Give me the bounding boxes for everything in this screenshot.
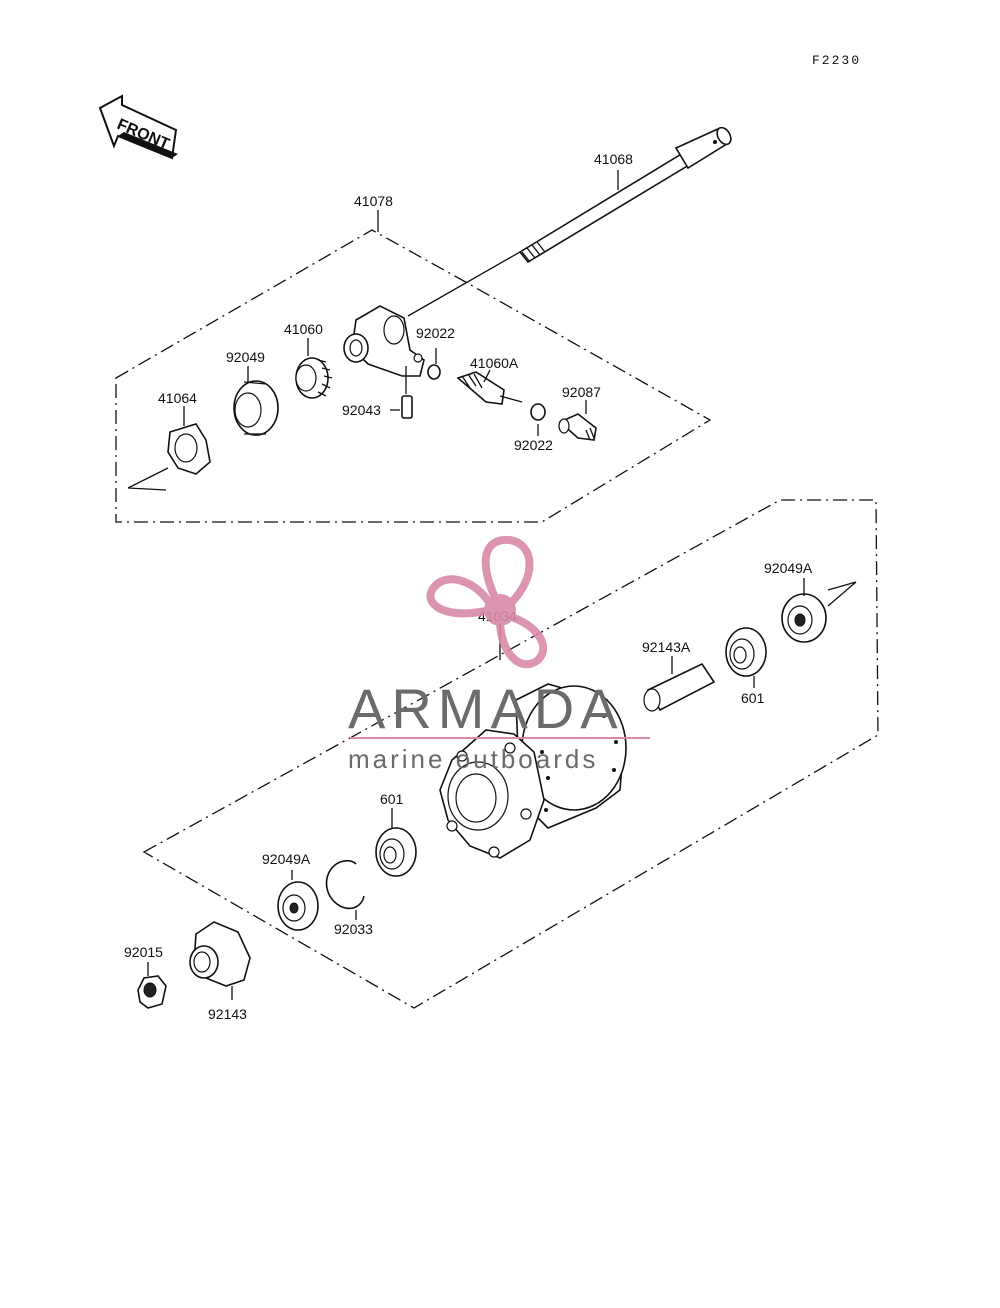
- label-601-right: 601: [741, 690, 765, 706]
- label-92049A-left: 92049A: [262, 851, 311, 867]
- pinion-gear-41060A: [456, 371, 523, 405]
- leader-92049A-right: [803, 578, 857, 607]
- bearing-601-left: [375, 827, 417, 877]
- label-92022-upper: 92022: [416, 325, 455, 341]
- washer-92022-lower: [530, 403, 546, 421]
- upper-assembly-outline: [115, 229, 712, 523]
- collar-92143: [189, 921, 251, 987]
- label-41068: 41068: [594, 151, 633, 167]
- label-41078: 41078: [354, 193, 393, 209]
- leader-41060A: [483, 369, 491, 383]
- drive-gear-41060: [295, 357, 333, 399]
- label-92143: 92143: [208, 1006, 247, 1022]
- lower-assembly-outline: [142, 499, 879, 1009]
- bushing-92087: [558, 413, 597, 441]
- circlip-92033: [325, 859, 365, 910]
- label-92043: 92043: [342, 402, 381, 418]
- watermark-title: ARMADA: [348, 677, 624, 740]
- label-41060: 41060: [284, 321, 323, 337]
- label-92087: 92087: [562, 384, 601, 400]
- bearing-601-right: [725, 627, 767, 677]
- label-92049A-right: 92049A: [764, 560, 813, 576]
- oil-seal-92049A-left: [277, 881, 319, 931]
- label-92022-lower: 92022: [514, 437, 553, 453]
- spacer-92143A: [643, 662, 716, 712]
- oil-seal-92049: [233, 380, 279, 436]
- label-601-left: 601: [380, 791, 404, 807]
- oil-seal-92049A-right: [781, 593, 827, 643]
- pin-92043: [401, 395, 413, 419]
- label-92033: 92033: [334, 921, 373, 937]
- diagram-ref-code: F2230: [812, 53, 861, 68]
- washer-92022-upper: [427, 364, 441, 380]
- front-hub-41034: [439, 683, 627, 859]
- front-arrow-icon: FRONT: [98, 94, 178, 160]
- speedometer-gearbox-housing: [343, 305, 425, 377]
- axle-alignment-line: [407, 251, 521, 317]
- label-41060A: 41060A: [470, 355, 519, 371]
- label-92049: 92049: [226, 349, 265, 365]
- label-92143A: 92143A: [642, 639, 691, 655]
- nut-92015: [137, 975, 167, 1009]
- watermark-subtitle: marine outboards: [348, 744, 598, 774]
- axle-41068: [518, 126, 732, 264]
- watermark-propeller-logo-icon: [426, 535, 548, 669]
- label-41064: 41064: [158, 390, 197, 406]
- leader-41064-bracket: [127, 467, 169, 491]
- gear-retainer-41064: [167, 423, 211, 475]
- label-92015: 92015: [124, 944, 163, 960]
